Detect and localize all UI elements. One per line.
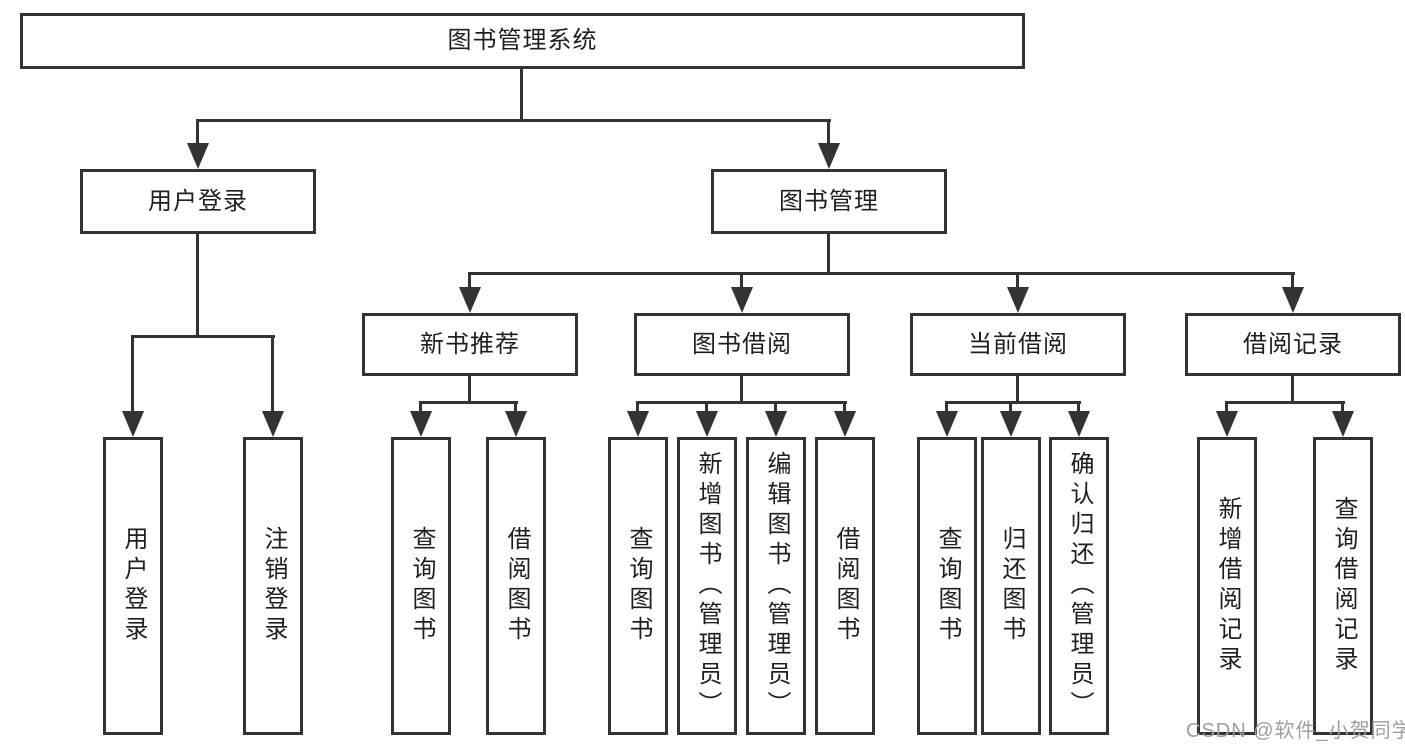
node-leaf-bb-add-books-label: 新增图书（管理员） [694, 451, 721, 721]
connector-line [1341, 401, 1344, 415]
connector-line [774, 401, 777, 415]
node-leaf-br-query-record-label: 查询借阅记录 [1330, 496, 1357, 676]
arrow-down-icon [627, 411, 649, 437]
arrow-down-icon [410, 411, 432, 437]
node-leaf-logout-label: 注销登录 [260, 526, 287, 646]
connector-line [514, 401, 517, 415]
node-leaf-bb-borrow-books: 借阅图书 [815, 437, 875, 735]
connector-line [827, 234, 830, 275]
arrow-down-icon [505, 411, 527, 437]
connector-line [843, 401, 846, 415]
connector-line [1225, 401, 1345, 404]
node-leaf-br-query-record: 查询借阅记录 [1313, 437, 1373, 735]
arrow-down-icon [1332, 411, 1354, 437]
node-leaf-nb-borrow-books-label: 借阅图书 [503, 526, 530, 646]
arrow-down-icon [936, 411, 958, 437]
arrow-down-icon [1216, 411, 1238, 437]
node-leaf-cb-confirm-return: 确认归还（管理员） [1049, 437, 1109, 735]
node-leaf-nb-borrow-books: 借阅图书 [486, 437, 546, 735]
node-leaf-cb-return-books-label: 归还图书 [998, 526, 1025, 646]
node-leaf-br-add-record-label: 新增借阅记录 [1214, 496, 1241, 676]
connector-line [131, 335, 134, 415]
arrow-down-icon [1000, 411, 1022, 437]
node-user-login-label: 用户登录 [148, 187, 248, 215]
connector-line [945, 401, 948, 415]
node-leaf-user-login-label: 用户登录 [120, 526, 147, 646]
node-leaf-bb-add-books: 新增图书（管理员） [677, 437, 737, 735]
arrow-down-icon [834, 411, 856, 437]
node-user-login: 用户登录 [80, 169, 316, 234]
node-book-mgmt: 图书管理 [711, 169, 947, 234]
arrow-down-icon [731, 287, 753, 313]
connector-line [196, 119, 199, 147]
node-leaf-cb-return-books: 归还图书 [981, 437, 1041, 735]
connector-line [636, 401, 847, 404]
node-leaf-cb-confirm-return-label: 确认归还（管理员） [1066, 451, 1093, 721]
connector-line [520, 69, 523, 122]
connector-line [271, 335, 274, 415]
node-current-borrow-label: 当前借阅 [968, 330, 1068, 358]
connector-line [419, 401, 422, 415]
node-borrow-record-label: 借阅记录 [1243, 330, 1343, 358]
arrow-down-icon [1282, 287, 1304, 313]
connector-line [468, 272, 471, 291]
arrow-down-icon [262, 411, 284, 437]
connector-line [468, 376, 471, 404]
node-current-borrow: 当前借阅 [910, 313, 1126, 376]
connector-line [740, 272, 743, 291]
arrow-down-icon [122, 411, 144, 437]
arrow-down-icon [1007, 287, 1029, 313]
node-leaf-user-login: 用户登录 [103, 437, 163, 735]
csdn-watermark: CSDN @软件_小贺同学 [1186, 720, 1405, 742]
connector-line [1291, 272, 1294, 291]
arrow-down-icon [187, 143, 209, 169]
connector-line [196, 119, 831, 122]
connector-line [636, 401, 639, 415]
node-leaf-bb-borrow-books-label: 借阅图书 [832, 526, 859, 646]
connector-line [705, 401, 708, 415]
connector-line [419, 401, 518, 404]
node-leaf-bb-edit-books-label: 编辑图书（管理员） [763, 451, 790, 721]
connector-line [740, 376, 743, 404]
node-book-borrow: 图书借阅 [634, 313, 850, 376]
connector-line [827, 119, 830, 147]
arrow-down-icon [818, 143, 840, 169]
connector-line [1225, 401, 1228, 415]
node-leaf-bb-edit-books: 编辑图书（管理员） [746, 437, 806, 735]
connector-line [1016, 376, 1019, 404]
connector-line [1291, 376, 1294, 404]
node-leaf-logout: 注销登录 [243, 437, 303, 735]
arrow-down-icon [1068, 411, 1090, 437]
arrow-down-icon [765, 411, 787, 437]
node-new-book: 新书推荐 [362, 313, 578, 376]
node-leaf-nb-query-books-label: 查询图书 [408, 526, 435, 646]
connector-line [196, 234, 199, 338]
node-book-mgmt-label: 图书管理 [779, 187, 879, 215]
node-new-book-label: 新书推荐 [420, 330, 520, 358]
connector-line [945, 401, 1081, 404]
node-borrow-record: 借阅记录 [1185, 313, 1401, 376]
connector-line [131, 335, 275, 338]
node-leaf-cb-query-books-label: 查询图书 [934, 526, 961, 646]
node-leaf-br-add-record: 新增借阅记录 [1197, 437, 1257, 735]
connector-line [1016, 272, 1019, 291]
arrow-down-icon [459, 287, 481, 313]
connector-line [1009, 401, 1012, 415]
connector-line [1077, 401, 1080, 415]
node-root: 图书管理系统 [20, 13, 1025, 69]
node-book-borrow-label: 图书借阅 [692, 330, 792, 358]
node-leaf-bb-query-books-label: 查询图书 [625, 526, 652, 646]
node-root-label: 图书管理系统 [447, 27, 598, 54]
arrow-down-icon [696, 411, 718, 437]
node-leaf-nb-query-books: 查询图书 [391, 437, 451, 735]
node-leaf-cb-query-books: 查询图书 [917, 437, 977, 735]
connector-line [468, 272, 1295, 275]
node-leaf-bb-query-books: 查询图书 [608, 437, 668, 735]
